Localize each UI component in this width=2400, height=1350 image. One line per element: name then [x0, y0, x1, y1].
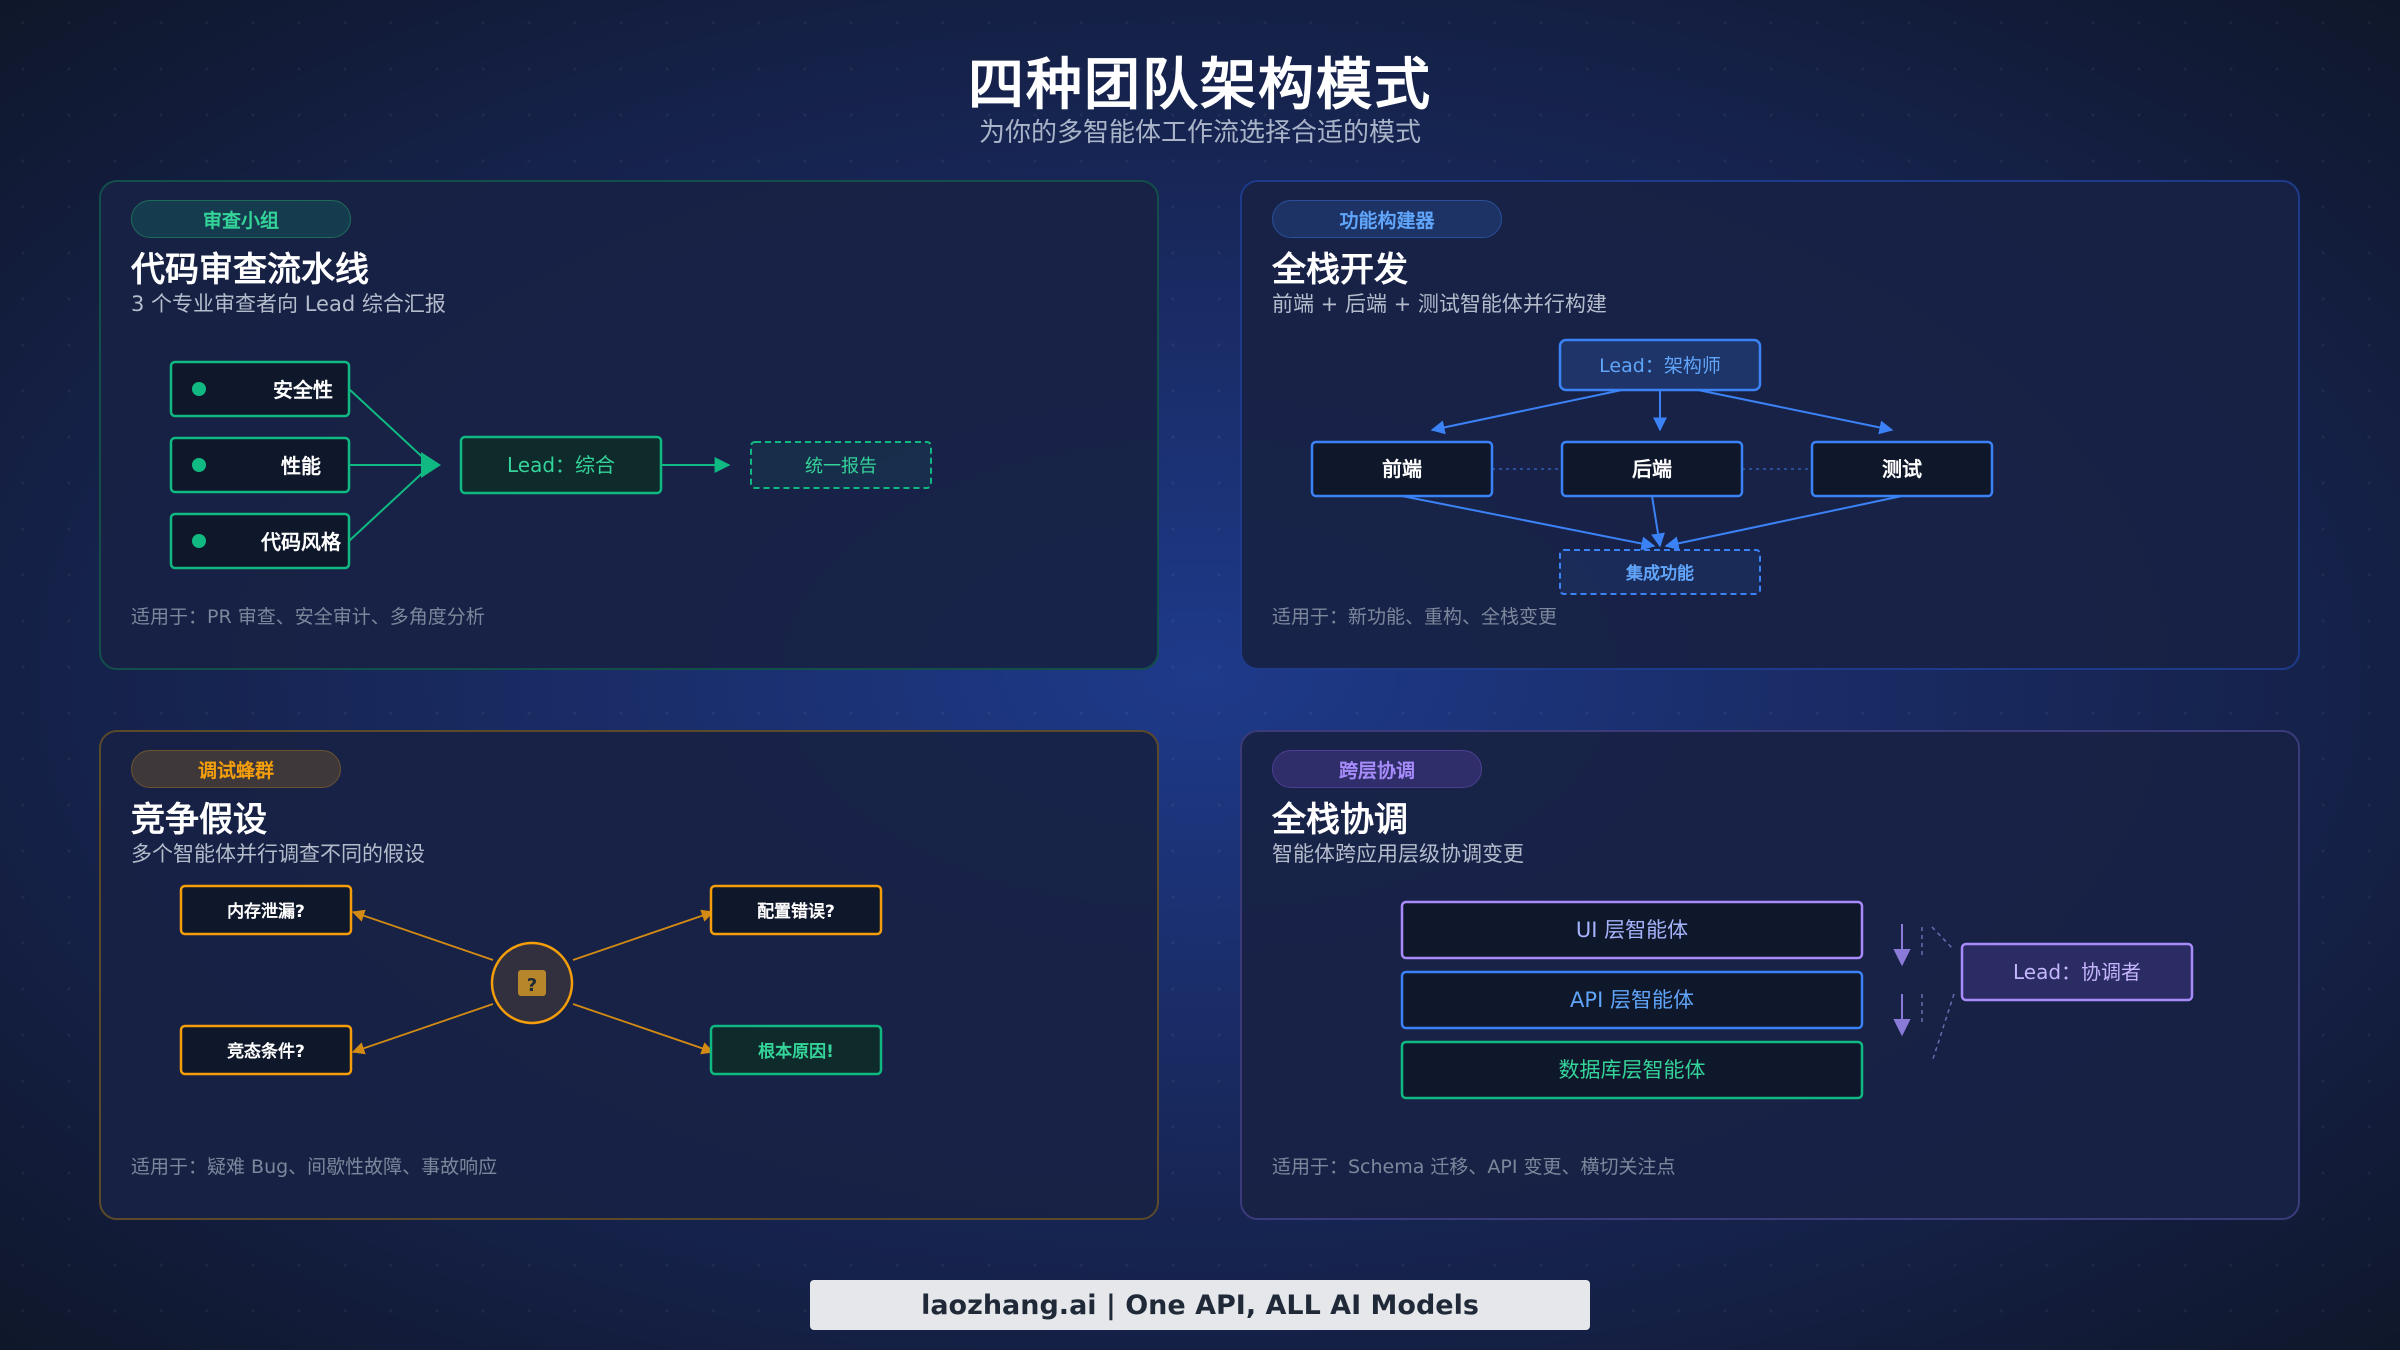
worker-label-frontend: 前端	[1382, 457, 1422, 481]
hypothesis-node-memory-leak: 内存泄漏?	[179, 884, 353, 936]
hypothesis-label-race-condition: 竞态条件?	[227, 1041, 305, 1062]
footer-banner: laozhang.ai | One API, ALL AI Models	[810, 1280, 1590, 1330]
card-desc-feature: 前端 + 后端 + 测试智能体并行构建	[1272, 292, 1607, 316]
reviewer-connectors	[348, 388, 432, 542]
lead-node-architect: Lead：架构师	[1558, 338, 1762, 392]
hypothesis-node-config-error: 配置错误?	[709, 884, 883, 936]
review-pipeline-diagram: 安全性 性能 代码风格 Lead：综合 统一报告	[169, 360, 932, 570]
layer-label-ui: UI 层智能体	[1576, 918, 1688, 942]
reviewer-node-style: 代码风格	[169, 512, 351, 570]
lead-node-coordinator: Lead：协调者	[1960, 942, 2194, 1002]
coordinator-links	[1921, 926, 1955, 1063]
feature-builder-diagram: Lead：架构师 前端 后端 测试 集成功能	[1310, 338, 1994, 595]
layer-label-api: API 层智能体	[1570, 988, 1694, 1012]
layer-node-api: API 层智能体	[1400, 970, 1864, 1030]
badge-feature-builder: 功能构建器	[1272, 200, 1502, 238]
worker-label-backend: 后端	[1632, 457, 1672, 481]
result-label-root-cause: 根本原因!	[758, 1041, 834, 1062]
layer-node-database: 数据库层智能体	[1400, 1040, 1864, 1100]
hypothesis-label-memory-leak: 内存泄漏?	[227, 901, 305, 922]
badge-debug-swarm: 调试蜂群	[131, 750, 341, 788]
card-title-review: 代码审查流水线	[131, 250, 369, 290]
lead-label-synthesis: Lead：综合	[507, 453, 615, 477]
debug-swarm-diagram: ? 内存泄漏? 配置错误? 竞态条件? 根本原因!	[179, 884, 883, 1076]
card-feature-builder: 功能构建器 全栈开发 前端 + 后端 + 测试智能体并行构建 Lead：架构师 …	[1240, 180, 2300, 670]
card-title-cross: 全栈协调	[1272, 800, 1408, 840]
output-node-report: 统一报告	[750, 441, 932, 489]
reviewer-label-style: 代码风格	[260, 530, 342, 554]
lead-to-workers-arrows	[1430, 389, 1894, 435]
center-investigation-node: ?	[490, 941, 574, 1025]
page-subtitle: 为你的多智能体工作流选择合适的模式	[978, 118, 1421, 148]
reviewer-label-performance: 性能	[281, 454, 321, 478]
result-node-root-cause: 根本原因!	[709, 1024, 883, 1076]
card-foot-feature: 适用于：新功能、重构、全栈变更	[1272, 606, 1558, 628]
lead-label-architect: Lead：架构师	[1599, 355, 1721, 377]
worker-node-frontend: 前端	[1310, 440, 1494, 498]
card-debug-swarm: 调试蜂群 竞争假设 多个智能体并行调查不同的假设 ? 内存泄漏? 配置错误? 竞…	[99, 730, 1159, 1220]
worker-node-testing: 测试	[1810, 440, 1994, 498]
reviewer-node-security: 安全性	[169, 360, 351, 418]
merge-arrowhead	[421, 452, 441, 478]
lead-label-coordinator: Lead：协调者	[2013, 960, 2141, 984]
layer-label-database: 数据库层智能体	[1559, 1058, 1706, 1082]
worker-label-testing: 测试	[1882, 457, 1922, 481]
badge-cross-layer: 跨层协调	[1272, 750, 1482, 788]
card-desc-review: 3 个专业审查者向 Lead 综合汇报	[131, 292, 446, 316]
hypothesis-arrows	[351, 909, 715, 1055]
page-title: 四种团队架构模式	[968, 53, 1432, 118]
output-node-integrated: 集成功能	[1559, 549, 1761, 595]
output-label-report: 统一报告	[805, 456, 877, 477]
worker-node-backend: 后端	[1560, 440, 1744, 498]
card-title-debug: 竞争假设	[131, 800, 267, 840]
question-icon: ?	[527, 975, 537, 996]
cross-layer-diagram: UI 层智能体 API 层智能体 数据库层智能体 Lead：协调者	[1400, 900, 2194, 1100]
workers-to-output-arrows	[1401, 495, 1903, 551]
card-foot-debug: 适用于：疑难 Bug、间歇性故障、事故响应	[131, 1156, 498, 1178]
layer-flow-arrows	[1893, 924, 1911, 1037]
reviewer-node-performance: 性能	[169, 436, 351, 494]
layer-node-ui: UI 层智能体	[1400, 900, 1864, 960]
card-foot-review: 适用于：PR 审查、安全审计、多角度分析	[131, 606, 485, 628]
lead-node-synthesis: Lead：综合	[459, 435, 663, 495]
card-cross-layer: 跨层协调 全栈协调 智能体跨应用层级协调变更 UI 层智能体 API 层智能体 …	[1240, 730, 2300, 1220]
badge-review-team: 审查小组	[131, 200, 351, 238]
output-label-integrated: 集成功能	[1625, 563, 1694, 584]
card-foot-cross: 适用于：Schema 迁移、API 变更、横切关注点	[1272, 1156, 1676, 1178]
card-desc-debug: 多个智能体并行调查不同的假设	[131, 842, 425, 866]
card-title-feature: 全栈开发	[1272, 250, 1408, 290]
card-review-team: 审查小组 代码审查流水线 3 个专业审查者向 Lead 综合汇报 安全性 性能 …	[99, 180, 1159, 670]
hypothesis-label-config-error: 配置错误?	[757, 901, 835, 922]
hypothesis-node-race-condition: 竞态条件?	[179, 1024, 353, 1076]
reviewer-label-security: 安全性	[273, 378, 333, 402]
card-desc-cross: 智能体跨应用层级协调变更	[1272, 842, 1524, 866]
